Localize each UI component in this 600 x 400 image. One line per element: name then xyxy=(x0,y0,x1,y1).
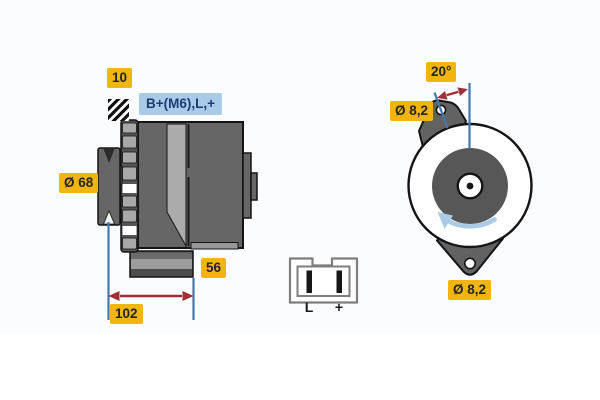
alternator-side-view xyxy=(97,119,258,320)
pin-l-label: L xyxy=(304,299,314,315)
foot-width-label: 56 xyxy=(201,258,227,279)
mounting-foot xyxy=(129,250,194,278)
pin-plus-label: + xyxy=(334,299,344,315)
pulley xyxy=(97,147,123,226)
connector-pins xyxy=(306,270,342,293)
top-hole-diameter-label: Ø 8,2 xyxy=(390,101,434,122)
fan xyxy=(120,119,139,253)
bottom-hole-diameter-label: Ø 8,2 xyxy=(448,280,492,301)
angle-label: 20° xyxy=(426,62,457,83)
shaft-center xyxy=(466,182,474,190)
pulley-diameter-label: Ø 68 xyxy=(59,173,99,194)
rear-terminals xyxy=(242,152,258,219)
connector-plug xyxy=(288,257,359,304)
mounting-length-label: 102 xyxy=(110,304,143,325)
alternator-front-view xyxy=(407,83,533,276)
dimension-102 xyxy=(107,222,195,320)
belt-hatch-icon xyxy=(108,99,129,121)
belt-width-label: 10 xyxy=(107,68,133,89)
rotation-arrow xyxy=(437,212,497,229)
alternator-body xyxy=(137,121,244,250)
angle-dimension xyxy=(433,83,471,149)
bottom-mounting-hole xyxy=(463,257,476,270)
terminal-callout: B+(M6),L,+ xyxy=(139,93,223,115)
